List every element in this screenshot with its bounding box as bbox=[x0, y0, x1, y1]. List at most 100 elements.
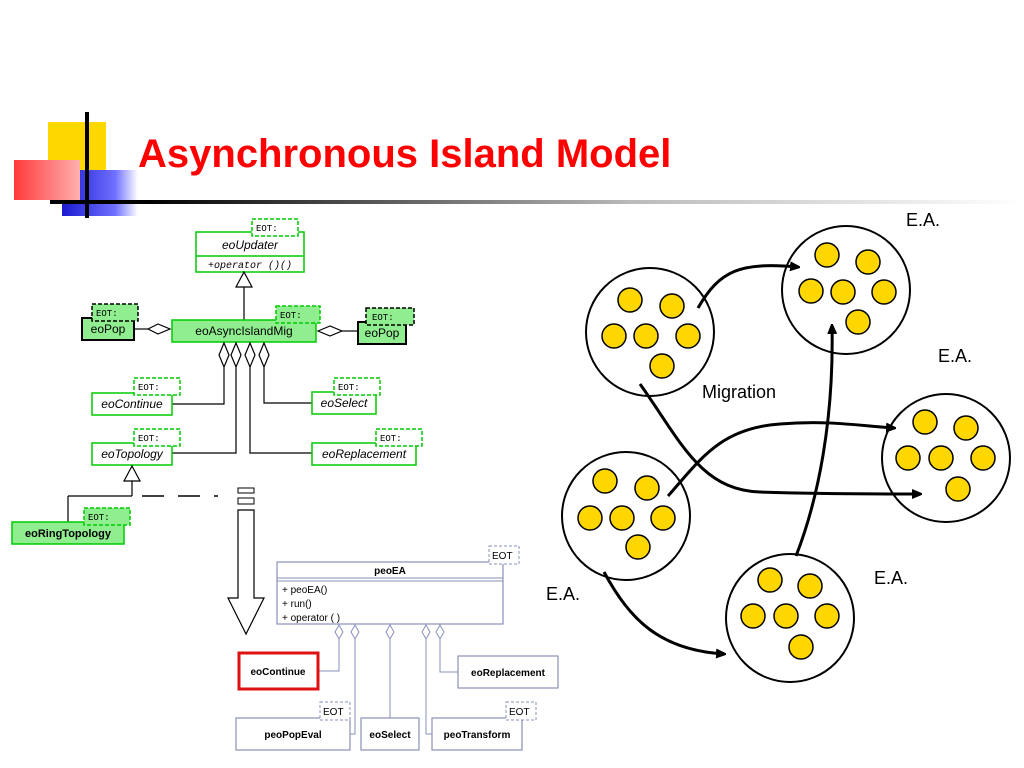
individual-icon bbox=[845, 309, 871, 335]
migration-label: Migration bbox=[702, 382, 776, 402]
peo-ea-class[interactable]: peoEA + peoEA() + run() + operator ( ) bbox=[276, 561, 504, 625]
eot-tag-updater: EOT: bbox=[251, 218, 299, 237]
eo-pop-right-class[interactable]: eoPop bbox=[357, 321, 407, 345]
peo-transform-class[interactable]: peoTransform bbox=[431, 717, 523, 751]
peo-ea-method: + peoEA() bbox=[282, 585, 327, 596]
individual-icon bbox=[773, 603, 799, 629]
svg-text:EOT: EOT bbox=[323, 707, 344, 718]
migration-arrow-1-2 bbox=[696, 266, 798, 309]
individual-icon bbox=[945, 476, 971, 502]
individual-icon bbox=[830, 279, 856, 305]
individual-icon bbox=[675, 323, 701, 349]
island-4[interactable] bbox=[561, 451, 691, 581]
eot-tag-replacement: EOT: bbox=[375, 428, 423, 447]
eo-updater-name: eoUpdater bbox=[222, 238, 279, 252]
svg-text:peoTransform: peoTransform bbox=[444, 730, 511, 741]
title-underline bbox=[50, 200, 1024, 204]
svg-text:eoRingTopology: eoRingTopology bbox=[25, 528, 112, 540]
individual-icon bbox=[649, 353, 675, 379]
island-2[interactable] bbox=[781, 225, 911, 355]
individual-icon bbox=[928, 445, 954, 471]
svg-text:EOT:: EOT: bbox=[138, 434, 160, 444]
individual-icon bbox=[912, 409, 938, 435]
transition-arrow bbox=[227, 487, 265, 636]
individual-icon bbox=[577, 505, 603, 531]
svg-text:peoPopEval: peoPopEval bbox=[264, 730, 321, 741]
eot-tag-transform: EOT bbox=[505, 701, 537, 721]
individual-icon bbox=[659, 293, 685, 319]
svg-text:EOT:: EOT: bbox=[96, 309, 118, 319]
island-3[interactable] bbox=[881, 393, 1011, 523]
peo-pop-eval-class[interactable]: peoPopEval bbox=[235, 717, 351, 751]
individual-icon bbox=[814, 242, 840, 268]
svg-text:eoSelect: eoSelect bbox=[321, 396, 368, 410]
eot-tag-topology: EOT: bbox=[133, 428, 181, 447]
svg-text:EOT: EOT bbox=[509, 707, 530, 718]
eot-tag-select: EOT: bbox=[333, 377, 381, 396]
migration-arrow-5-2 bbox=[794, 326, 832, 557]
svg-text:eoPop: eoPop bbox=[91, 322, 126, 336]
individual-icon bbox=[617, 287, 643, 313]
migration-arrow-4-3 bbox=[666, 421, 894, 497]
individual-icon bbox=[634, 475, 660, 501]
svg-text:EOT:: EOT: bbox=[372, 313, 394, 323]
slide-title: Asynchronous Island Model bbox=[138, 132, 672, 176]
individual-icon bbox=[855, 249, 881, 275]
island-label: E.A. bbox=[906, 210, 940, 230]
svg-text:eoAsyncIslandMig: eoAsyncIslandMig bbox=[195, 324, 292, 338]
individual-icon bbox=[609, 505, 635, 531]
eo-updater-method: +operator ()() bbox=[208, 260, 292, 272]
svg-text:EOT:: EOT: bbox=[256, 224, 278, 234]
svg-text:eoContinue: eoContinue bbox=[101, 397, 163, 411]
svg-text:eoSelect: eoSelect bbox=[369, 730, 411, 741]
svg-text:EOT:: EOT: bbox=[280, 311, 302, 321]
individual-icon bbox=[633, 323, 659, 349]
individual-icon bbox=[798, 278, 824, 304]
eot-tag-pop-left: EOT: bbox=[91, 303, 139, 322]
individual-icon bbox=[625, 534, 651, 560]
island-label: E.A. bbox=[874, 568, 908, 588]
individual-icon bbox=[740, 603, 766, 629]
svg-text:eoReplacement: eoReplacement bbox=[322, 447, 407, 461]
svg-text:EOT:: EOT: bbox=[88, 513, 110, 523]
svg-text:eoPop: eoPop bbox=[365, 326, 400, 340]
eot-tag-async: EOT: bbox=[275, 305, 321, 324]
peo-ea-method: + run() bbox=[282, 599, 312, 610]
eot-tag-ring: EOT: bbox=[83, 507, 131, 526]
svg-text:peoEA: peoEA bbox=[374, 566, 406, 577]
island-1[interactable] bbox=[585, 267, 715, 397]
deco-red-square bbox=[14, 160, 80, 200]
svg-text:EOT:: EOT: bbox=[338, 383, 360, 393]
island-label: E.A. bbox=[938, 346, 972, 366]
peo-eo-continue-class[interactable]: eoContinue bbox=[237, 651, 320, 691]
peo-ea-method: + operator ( ) bbox=[282, 613, 340, 624]
individual-icon bbox=[788, 634, 814, 660]
individual-icon bbox=[814, 603, 840, 629]
deco-vertical-bar bbox=[85, 112, 89, 218]
svg-text:EOT: EOT bbox=[492, 551, 513, 562]
eo-continue-class[interactable]: eoContinue bbox=[91, 392, 173, 416]
island-5[interactable] bbox=[725, 553, 855, 683]
individual-icon bbox=[970, 445, 996, 471]
svg-text:EOT:: EOT: bbox=[380, 434, 402, 444]
island-label: E.A. bbox=[546, 584, 580, 604]
peo-eo-replacement-class[interactable]: eoReplacement bbox=[457, 655, 559, 689]
eo-updater-class[interactable]: eoUpdater +operator ()() bbox=[195, 231, 305, 273]
peo-eo-select-class[interactable]: eoSelect bbox=[360, 717, 420, 751]
svg-text:eoContinue: eoContinue bbox=[251, 667, 306, 678]
svg-text:eoReplacement: eoReplacement bbox=[471, 668, 546, 679]
eo-async-island-mig-class[interactable]: eoAsyncIslandMig bbox=[171, 319, 317, 343]
individual-icon bbox=[592, 468, 618, 494]
inheritance-arrow-updater bbox=[235, 270, 253, 288]
eo-topology-class[interactable]: eoTopology bbox=[91, 442, 173, 466]
individual-icon bbox=[650, 505, 676, 531]
eo-ring-topology-class[interactable]: eoRingTopology bbox=[11, 521, 125, 545]
eo-replacement-class[interactable]: eoReplacement bbox=[311, 442, 417, 466]
svg-text:EOT:: EOT: bbox=[138, 383, 160, 393]
individual-icon bbox=[953, 415, 979, 441]
eo-select-class[interactable]: eoSelect bbox=[311, 391, 377, 415]
migration-arrow-1-3 bbox=[638, 383, 920, 494]
